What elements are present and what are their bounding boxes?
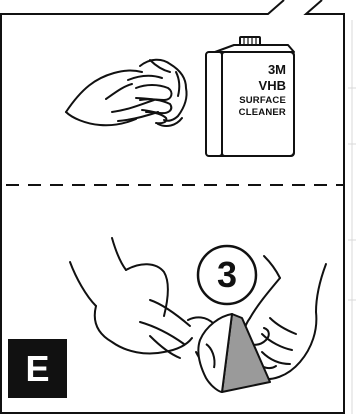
hand-wiping-icon: [66, 71, 171, 126]
can-label-line-2: CLEANER: [214, 108, 286, 118]
step-letter-badge: E: [8, 339, 67, 398]
can-brand-label: 3M: [238, 63, 286, 76]
can-label-line-1: SURFACE: [214, 96, 286, 106]
adhesive-liner-icon: [198, 314, 270, 392]
can-product-label: VHB: [230, 79, 286, 92]
step-number: 3: [198, 246, 256, 304]
right-edge-strip: [348, 20, 356, 414]
